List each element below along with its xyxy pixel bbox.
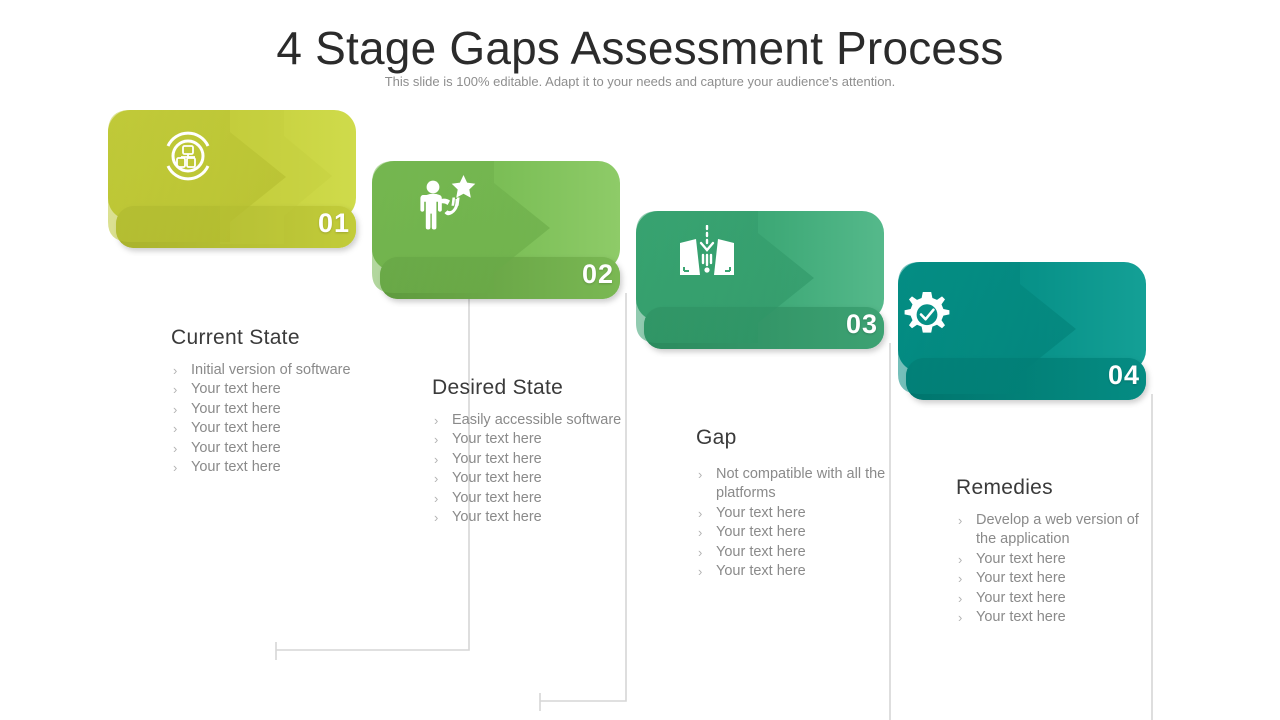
- stage-01-number: 01: [317, 208, 350, 238]
- stage-03-text: Gap ›Not compatible with all the platfor…: [696, 425, 886, 581]
- chevron-right-icon: ›: [173, 460, 178, 476]
- stage-03-title: Gap: [696, 426, 737, 449]
- person-reaching-star-icon: [416, 173, 484, 239]
- gear-check-icon: [898, 290, 956, 348]
- chevron-right-icon: ›: [173, 401, 178, 417]
- stage-01-bullets: ›Initial version of software ›Your text …: [171, 361, 361, 477]
- chevron-right-icon: ›: [698, 564, 703, 580]
- stage-02-title: Desired State: [432, 376, 564, 399]
- list-item: ›Your text here: [956, 550, 1146, 569]
- list-item: ›Your text here: [956, 589, 1146, 608]
- chevron-right-icon: ›: [173, 421, 178, 437]
- list-item: ›Your text here: [432, 489, 622, 508]
- list-item: ›Your text here: [432, 508, 622, 527]
- list-item: ›Develop a web version of the applicatio…: [958, 512, 1139, 548]
- list-item: ›Not compatible with all the platforms: [698, 466, 886, 502]
- stage-04-number: 04: [1107, 360, 1140, 390]
- stage-03-number: 03: [845, 309, 878, 339]
- stage-01-banner[interactable]: 01: [108, 110, 364, 256]
- chevron-right-icon: ›: [173, 363, 178, 378]
- page-subtitle: This slide is 100% editable. Adapt it to…: [384, 74, 896, 89]
- page-title: 4 Stage Gaps Assessment Process: [276, 22, 1004, 74]
- stage-04-connector: [1048, 394, 1268, 720]
- chevron-right-icon: ›: [958, 551, 963, 567]
- stage-01-connector: [258, 242, 478, 662]
- stage-03-bullets: ›Not compatible with all the platforms ›…: [696, 465, 886, 581]
- list-item: ›Your text here: [696, 562, 886, 581]
- chevron-right-icon: ›: [434, 413, 439, 428]
- list-item: ›Your text here: [171, 439, 361, 458]
- list-item: ›Your text here: [696, 523, 886, 542]
- chevron-right-icon: ›: [173, 382, 178, 398]
- chevron-right-icon: ›: [434, 451, 439, 467]
- stage-03-connector: [786, 343, 1006, 720]
- stage-02-connector: [522, 293, 742, 713]
- list-item: ›Your text here: [171, 458, 361, 477]
- chevron-right-icon: ›: [958, 590, 963, 606]
- chevron-right-icon: ›: [698, 467, 703, 482]
- chevron-right-icon: ›: [958, 513, 963, 528]
- chevron-right-icon: ›: [173, 440, 178, 456]
- list-item: ›Your text here: [956, 569, 1146, 588]
- list-item: ›Your text here: [171, 380, 361, 399]
- stage-04-text: Remedies ›Develop a web version of the a…: [956, 475, 1146, 627]
- chevron-right-icon: ›: [958, 610, 963, 626]
- list-item: ›Your text here: [696, 543, 886, 562]
- chevron-right-icon: ›: [698, 544, 703, 560]
- stage-04-bullets: ›Develop a web version of the applicatio…: [956, 511, 1146, 627]
- gap-chasm-icon: [674, 225, 744, 289]
- chevron-right-icon: ›: [698, 505, 703, 521]
- stage-01-text: Current State ›Initial version of softwa…: [171, 325, 361, 477]
- chevron-right-icon: ›: [434, 510, 439, 526]
- chevron-right-icon: ›: [434, 432, 439, 448]
- stage-02-bullets: ›Easily accessible software ›Your text h…: [432, 411, 622, 527]
- stage-04-banner[interactable]: 04: [898, 262, 1154, 408]
- stage-02-number: 02: [581, 259, 614, 289]
- chevron-right-icon: ›: [434, 471, 439, 487]
- org-chart-icon: [156, 124, 220, 188]
- list-item: ›Your text here: [171, 419, 361, 438]
- list-item: ›Your text here: [432, 450, 622, 469]
- stage-02-text: Desired State ›Easily accessible softwar…: [432, 375, 622, 527]
- chevron-right-icon: ›: [958, 571, 963, 587]
- stage-02-banner[interactable]: 02: [372, 161, 628, 307]
- chevron-right-icon: ›: [698, 525, 703, 541]
- stage-04-title: Remedies: [956, 476, 1053, 499]
- list-item: ›Your text here: [696, 504, 886, 523]
- list-item: ›Your text here: [171, 400, 361, 419]
- stage-03-banner[interactable]: 03: [636, 211, 892, 357]
- stage-01-title: Current State: [171, 326, 300, 349]
- list-item: ›Easily accessible software: [432, 411, 622, 430]
- list-item: ›Your text here: [432, 469, 622, 488]
- list-item: ›Your text here: [956, 608, 1146, 627]
- list-item: ›Initial version of software: [171, 361, 361, 380]
- list-item: ›Your text here: [432, 430, 622, 449]
- chevron-right-icon: ›: [434, 490, 439, 506]
